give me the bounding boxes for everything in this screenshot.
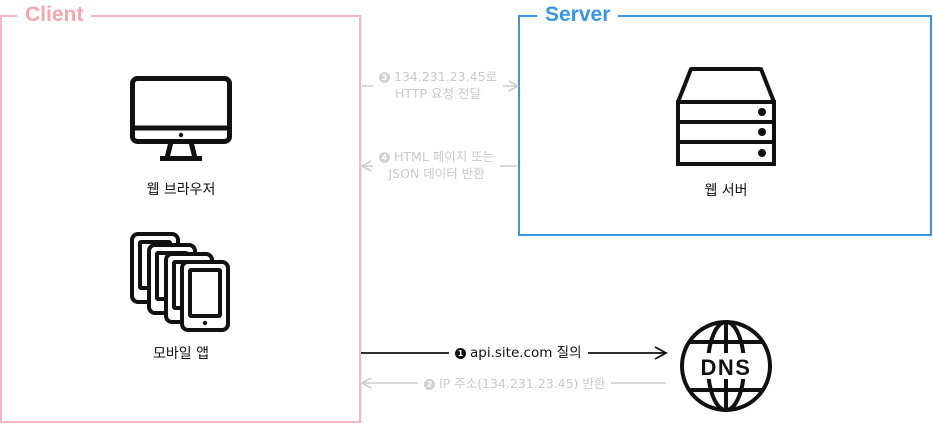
monitor-icon <box>130 76 232 161</box>
dns-globe-icon: DNS <box>680 320 772 412</box>
step2-text: IP 주소(134.231.23.45) 반환 <box>439 376 606 391</box>
step4-line1: HTML 페이지 또는 <box>394 149 495 164</box>
server-title: Server <box>537 0 619 30</box>
step3-line1: 134.231.23.45로 <box>394 69 497 84</box>
tablets-icon <box>130 232 230 332</box>
step2-message: 2 IP 주소(134.231.23.45) 반환 <box>418 375 612 392</box>
step4-line2: JSON 데이터 반환 <box>388 166 485 181</box>
step3-message: 3 134.231.23.45로 HTTP 요청 전달 <box>373 68 503 102</box>
step4-number: 4 <box>379 152 390 163</box>
dns-label: DNS <box>701 355 752 380</box>
step1-message: 1 api.site.com 질의 <box>449 344 588 362</box>
step4-message: 4 HTML 페이지 또는 JSON 데이터 반환 <box>373 148 501 182</box>
step1-number: 1 <box>455 348 466 359</box>
step1-text: api.site.com 질의 <box>470 345 582 361</box>
client-title: Client <box>17 0 92 30</box>
step2-number: 2 <box>424 379 435 390</box>
server-group <box>518 15 932 236</box>
server-icon <box>676 67 776 166</box>
mobile-app-label: 모바일 앱 <box>153 346 209 362</box>
web-browser-label: 웹 브라우저 <box>146 182 216 198</box>
client-group <box>0 15 361 423</box>
step3-line2: HTTP 요청 전달 <box>395 86 481 101</box>
step3-number: 3 <box>379 72 390 83</box>
web-server-label: 웹 서버 <box>704 183 748 199</box>
